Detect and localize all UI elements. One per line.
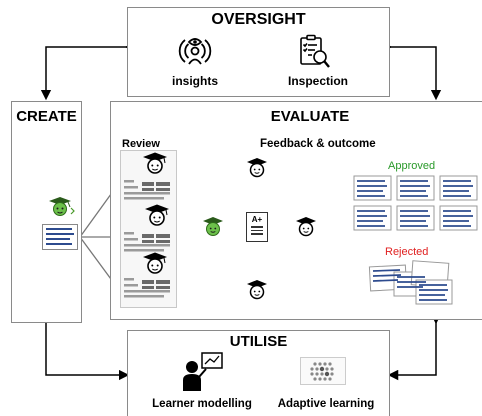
student-graduate-icon: [49, 197, 75, 216]
doc-lines: [251, 226, 263, 228]
evaluate-title: EVALUATE: [270, 108, 350, 125]
review-document-2: [124, 232, 170, 252]
utilise-panel: [127, 330, 390, 416]
doc-lines: [251, 229, 263, 231]
review-document-3: [124, 278, 170, 298]
assessor-icon: [203, 217, 223, 236]
review-label: Review: [122, 138, 160, 150]
rejected-documents-stack: [368, 260, 453, 305]
review-documents: [120, 150, 177, 308]
arrow-oversight-create: [40, 41, 136, 101]
arrow-create-utilise: [40, 313, 130, 381]
inspection-label: Inspection: [287, 74, 348, 88]
reviewer-icon: [143, 152, 167, 174]
reviewer-icon: [143, 252, 167, 274]
oversight-panel: [127, 7, 390, 97]
adaptive-learning-label: Adaptive learning: [277, 398, 375, 410]
arrow-evaluate-utilise: [387, 313, 442, 381]
watching-person-icon: [178, 38, 212, 65]
created-document-icon: [42, 224, 78, 250]
review-document-1: [124, 180, 170, 200]
insights-label: insights: [171, 74, 218, 88]
approved-label: Approved: [388, 160, 436, 172]
oversight-title: OVERSIGHT: [211, 11, 306, 28]
peer-reviewer-right-icon: [296, 217, 316, 237]
network-grid-icon: [300, 357, 346, 385]
peer-reviewer-top-icon: [247, 158, 267, 178]
arrow-oversight-evaluate: [381, 41, 442, 101]
approved-documents-grid: [353, 175, 478, 231]
learner-modelling-label: Learner modelling: [152, 398, 252, 410]
utilise-title: UTILISE: [229, 333, 288, 350]
reviewer-icon: [145, 204, 169, 226]
doc-lines: [251, 233, 263, 235]
create-panel: [11, 101, 82, 323]
feedback-outcome-label: Feedback & outcome: [260, 138, 376, 150]
graded-document: A+: [246, 212, 268, 242]
create-title: CREATE: [16, 108, 77, 125]
presenter-chart-icon: [183, 352, 223, 391]
grade-label: A+: [251, 215, 263, 224]
rejected-label: Rejected: [385, 246, 429, 258]
peer-reviewer-bottom-icon: [247, 280, 267, 300]
clipboard-magnifier-icon: [300, 34, 330, 68]
